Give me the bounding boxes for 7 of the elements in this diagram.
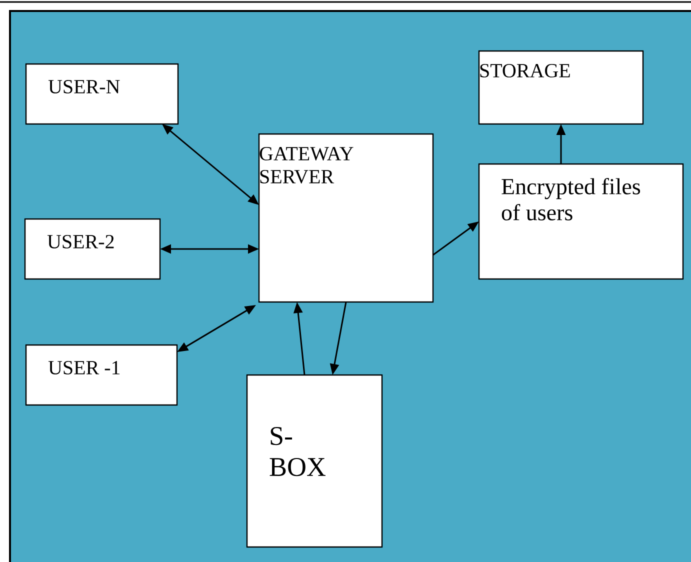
process-box: GATEWAY SERVER [258, 133, 434, 303]
process-box: USER -1 [25, 344, 178, 406]
process-box: Encrypted files of users [478, 163, 684, 280]
process-box: STORAGE [478, 50, 644, 125]
process-box: USER-N [25, 63, 179, 125]
process-box: USER-2 [24, 218, 161, 280]
process-box: S- BOX [246, 374, 383, 548]
